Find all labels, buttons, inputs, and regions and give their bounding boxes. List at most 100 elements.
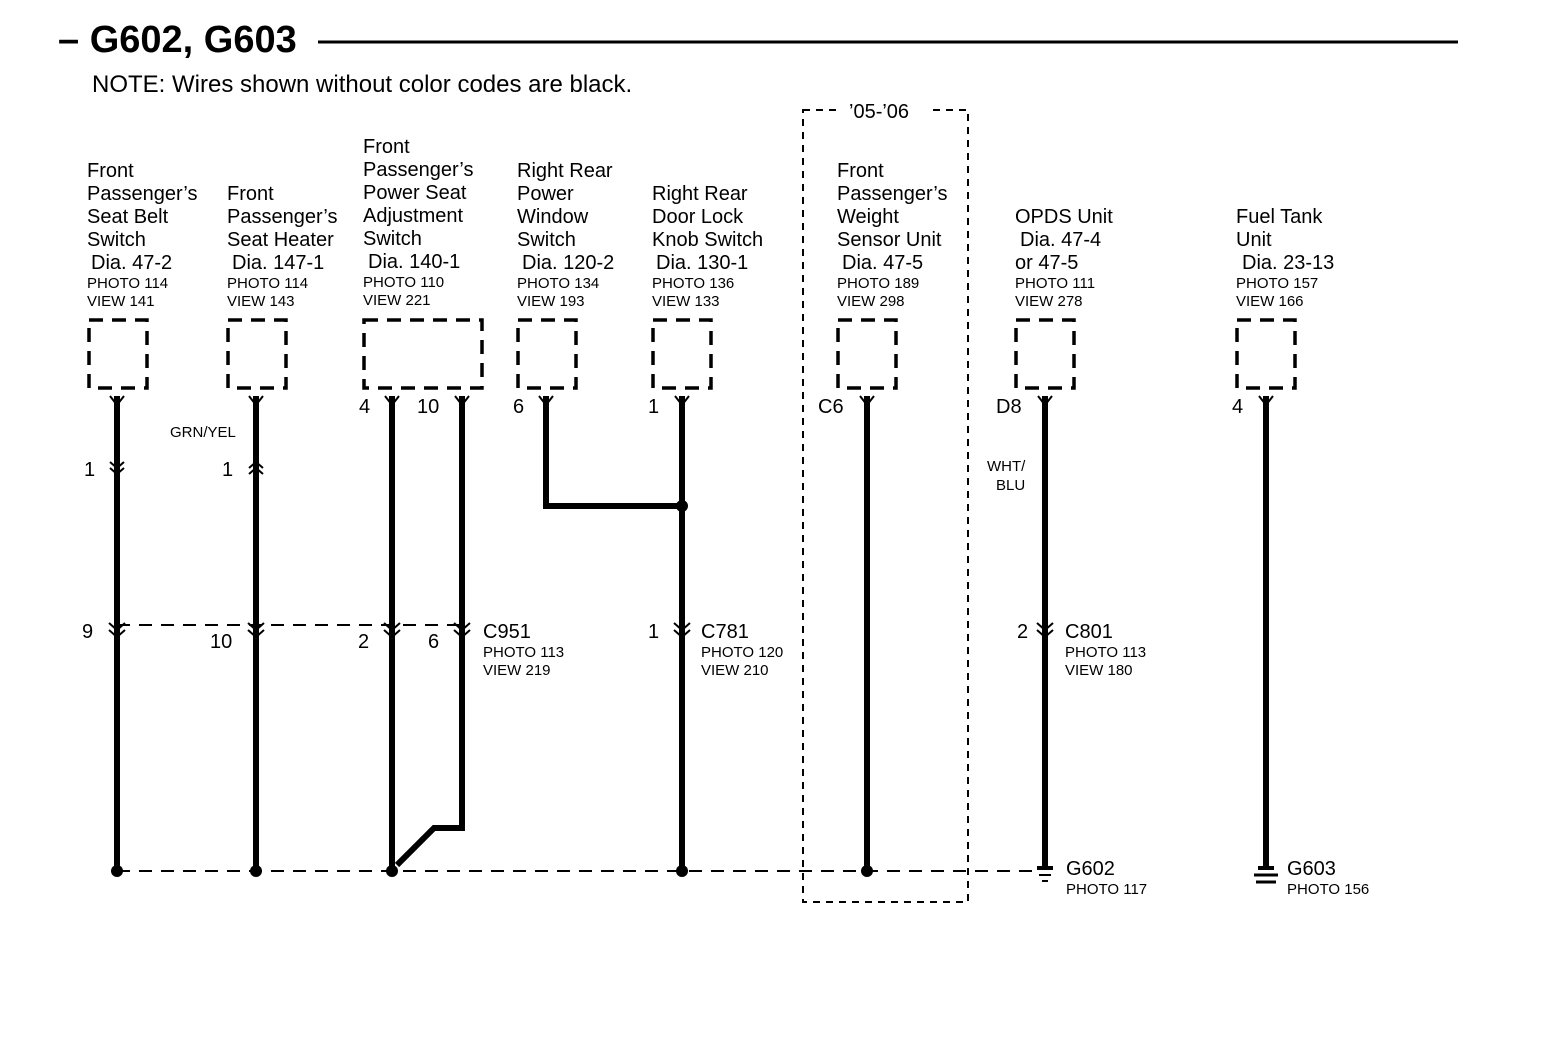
component-name-line: Seat Heater (227, 229, 334, 251)
pin-terminal (674, 395, 690, 407)
connector-chevron (108, 629, 126, 639)
pin-terminal (384, 395, 400, 407)
component-box-opds (1014, 318, 1076, 390)
pin-terminal (1037, 395, 1053, 407)
connector-chevron (383, 629, 401, 639)
diagram-ref: Dia. 47-5 (842, 252, 923, 274)
connector-id: C781 (701, 621, 749, 643)
component-box-power-seat (362, 318, 484, 390)
view-ref: VIEW 143 (227, 293, 295, 310)
connector-pin-label: 1 (648, 621, 659, 643)
component-name-line: Front (363, 136, 410, 158)
connector-pin-label: 10 (210, 631, 232, 653)
page-title: – G602, G603 (58, 19, 297, 61)
photo-ref: PHOTO 114 (87, 275, 168, 292)
component-name-line: OPDS Unit (1015, 206, 1113, 228)
connector-chevron (248, 460, 264, 469)
photo-ref: PHOTO 114 (227, 275, 308, 292)
connector-c951-symbols (108, 622, 471, 639)
connector-photo-ref: PHOTO 113 (1065, 644, 1146, 661)
diagram-ref-alt: or 47-5 (1015, 252, 1078, 274)
wire-color-label: GRN/YEL (170, 424, 236, 441)
pin-terminal (859, 395, 875, 407)
photo-ref: PHOTO 189 (837, 275, 919, 292)
diagram-ref: Dia. 147-1 (232, 252, 324, 274)
component-name-line: Sensor Unit (837, 229, 942, 251)
connector-chevron (248, 466, 264, 475)
photo-ref: PHOTO 136 (652, 275, 734, 292)
view-ref: VIEW 133 (652, 293, 720, 310)
ground-g602-icon (1037, 866, 1053, 882)
connector-chevron (109, 467, 125, 476)
connector-pin-label: 9 (82, 621, 93, 643)
pin-label: D8 (996, 396, 1022, 418)
connector-c781-symbol (673, 622, 691, 639)
component-fuel-tank-unit: Fuel Tank Unit Dia. 23-13 PHOTO 157 VIEW… (1236, 206, 1334, 310)
component-name-line: Switch (87, 229, 146, 251)
connector-chevron (453, 629, 471, 639)
component-name-line: Window (517, 206, 589, 228)
photo-ref: PHOTO 111 (1015, 275, 1095, 292)
inline-pin-label: 1 (84, 459, 95, 481)
connector-chevron (1036, 622, 1054, 632)
ground-node (676, 865, 688, 877)
view-ref: VIEW 193 (517, 293, 585, 310)
component-name-line: Fuel Tank (1236, 206, 1323, 228)
component-box-rr-door-lock (651, 318, 713, 390)
pin-terminal (248, 395, 264, 407)
splice-node (676, 500, 688, 512)
connector-view-ref: VIEW 180 (1065, 662, 1133, 679)
component-power-seat-switch: Front Passenger’s Power Seat Adjustment … (363, 136, 473, 309)
pin-label: 4 (359, 396, 370, 418)
diagram-ref: Dia. 140-1 (368, 251, 460, 273)
wire-color-label: BLU (996, 477, 1025, 494)
ground-node (250, 865, 262, 877)
connector-chevron (247, 622, 265, 632)
view-ref: VIEW 166 (1236, 293, 1304, 310)
component-name-line: Passenger’s (87, 183, 197, 205)
component-name-line: Door Lock (652, 206, 744, 228)
component-rr-door-lock-switch: Right Rear Door Lock Knob Switch Dia. 13… (652, 183, 763, 310)
component-box-weight-sensor (836, 318, 898, 390)
ground-g603-icon (1254, 866, 1278, 884)
connector-chevron (453, 622, 471, 632)
component-name-line: Switch (517, 229, 576, 251)
pin-label: 1 (648, 396, 659, 418)
component-name-line: Front (87, 160, 134, 182)
photo-ref: PHOTO 110 (363, 274, 444, 291)
year-label-bg (840, 96, 932, 124)
pin-terminal-marks (109, 395, 1274, 407)
connector-view-ref: VIEW 210 (701, 662, 769, 679)
diagram-ref: Dia. 120-2 (522, 252, 614, 274)
wire-power-seat-pin10 (394, 396, 465, 868)
connector-id: C951 (483, 621, 531, 643)
view-ref: VIEW 141 (87, 293, 155, 310)
component-name-line: Weight (837, 206, 899, 228)
component-box-seat-belt (87, 318, 149, 390)
connector-chevron (247, 629, 265, 639)
connector-pin-label: 2 (358, 631, 369, 653)
connector-chevron (108, 622, 126, 632)
pin-label: 10 (417, 396, 439, 418)
ground-photo-ref: PHOTO 117 (1066, 881, 1147, 898)
diagram-ref: Dia. 23-13 (1242, 252, 1334, 274)
diagram-ref: Dia. 47-4 (1020, 229, 1101, 251)
component-name-line: Knob Switch (652, 229, 763, 251)
wire-rr-window (543, 396, 682, 509)
connector-c801-symbol (1036, 622, 1054, 639)
component-name-line: Seat Belt (87, 206, 169, 228)
component-name-line: Unit (1236, 229, 1272, 251)
component-name-line: Front (837, 160, 884, 182)
connector-chevron (383, 622, 401, 632)
pin-label: 6 (513, 396, 524, 418)
component-name-line: Power Seat (363, 182, 467, 204)
view-ref: VIEW 221 (363, 292, 431, 309)
connector-view-ref: VIEW 219 (483, 662, 551, 679)
component-opds-unit: OPDS Unit Dia. 47-4 or 47-5 PHOTO 111 VI… (1015, 206, 1113, 310)
pin-terminal (109, 395, 125, 407)
connector-chevron (1036, 629, 1054, 639)
wire-color-label: WHT/ (987, 458, 1026, 475)
connector-chevron (673, 629, 691, 639)
ground-photo-ref: PHOTO 156 (1287, 881, 1369, 898)
